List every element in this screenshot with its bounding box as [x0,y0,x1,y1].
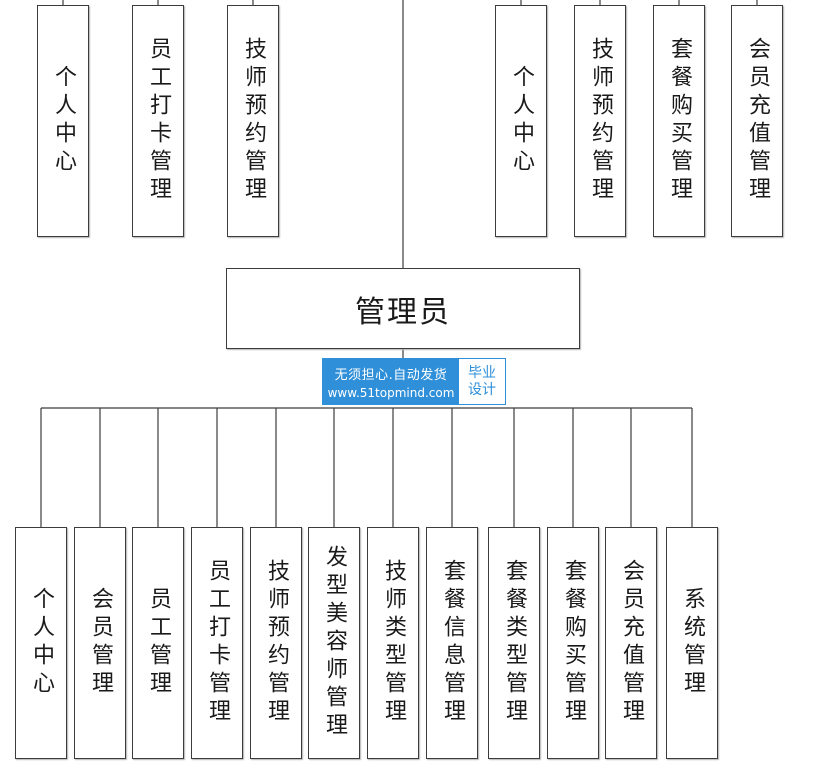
top-node-personal-center: 个人中心 [37,5,89,237]
node-label: 员工打卡管理 [146,37,171,205]
top-node-personal-center-right: 个人中心 [495,5,547,237]
bottom-node-technician-booking: 技师预约管理 [250,527,302,759]
node-label: 会员充值管理 [619,559,644,727]
node-label: 系统管理 [680,587,705,699]
node-label: 套餐信息管理 [440,559,465,727]
node-label: 套餐购买管理 [667,37,692,205]
watermark-slogan: 无须担心.自动发货 [334,367,448,383]
bottom-node-stylist-mgmt: 发型美容师管理 [308,527,360,759]
node-label: 技师类型管理 [381,559,406,727]
node-label: 套餐购买管理 [561,559,586,727]
top-node-member-recharge: 会员充值管理 [731,5,783,237]
watermark-tag-line2: 设计 [468,381,496,398]
node-label: 技师预约管理 [588,37,613,205]
watermark-tag: 毕业 设计 [459,359,505,404]
top-node-technician-booking-right: 技师预约管理 [574,5,626,237]
bottom-node-technician-type: 技师类型管理 [367,527,419,759]
node-label: 员工打卡管理 [205,559,230,727]
top-node-technician-booking: 技师预约管理 [227,5,279,237]
node-label: 套餐类型管理 [502,559,527,727]
watermark-url: www.51topmind.com [327,385,455,400]
bottom-node-member-mgmt: 会员管理 [74,527,126,759]
watermark-tag-line1: 毕业 [468,364,496,381]
bottom-node-package-type: 套餐类型管理 [488,527,540,759]
node-label: 技师预约管理 [241,37,266,205]
bottom-node-system-mgmt: 系统管理 [666,527,718,759]
node-label: 技师预约管理 [264,559,289,727]
bottom-node-personal-center: 个人中心 [15,527,67,759]
node-label: 发型美容师管理 [322,545,347,741]
watermark-left: 无须担心.自动发货 www.51topmind.com [323,359,459,404]
node-label: 会员充值管理 [745,37,770,205]
watermark-badge: 无须担心.自动发货 www.51topmind.com 毕业 设计 [322,358,506,405]
node-label: 个人中心 [51,65,76,177]
node-label: 个人中心 [509,65,534,177]
bottom-node-package-purchase: 套餐购买管理 [547,527,599,759]
center-node-label: 管理员 [355,294,451,330]
node-label: 员工管理 [146,587,171,699]
node-label: 会员管理 [88,587,113,699]
bottom-node-member-recharge: 会员充值管理 [605,527,657,759]
center-node-admin: 管理员 [226,268,580,349]
bottom-node-employee-clockin: 员工打卡管理 [191,527,243,759]
top-node-employee-clockin: 员工打卡管理 [132,5,184,237]
bottom-node-package-info: 套餐信息管理 [426,527,478,759]
bottom-node-employee-mgmt: 员工管理 [132,527,184,759]
top-node-package-purchase: 套餐购买管理 [653,5,705,237]
node-label: 个人中心 [29,587,54,699]
